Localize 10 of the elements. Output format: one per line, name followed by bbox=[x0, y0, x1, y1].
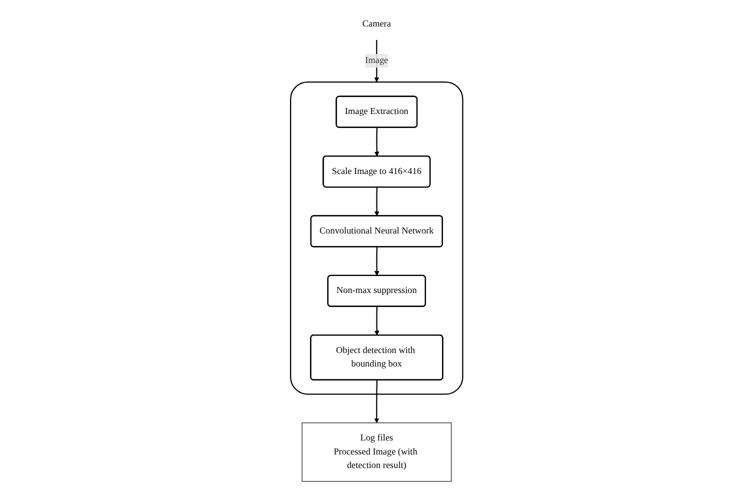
arrow bbox=[374, 128, 380, 157]
cluster bbox=[290, 81, 464, 395]
arrow bbox=[374, 306, 380, 336]
edge-label: Image bbox=[365, 56, 388, 66]
arrow bbox=[374, 380, 380, 424]
node-box: Log files Processed Image (with detection result) bbox=[302, 422, 452, 482]
arrow bbox=[374, 40, 380, 82]
arrow bbox=[374, 187, 380, 216]
node-text: Camera bbox=[362, 18, 391, 29]
arrow bbox=[374, 247, 380, 276]
